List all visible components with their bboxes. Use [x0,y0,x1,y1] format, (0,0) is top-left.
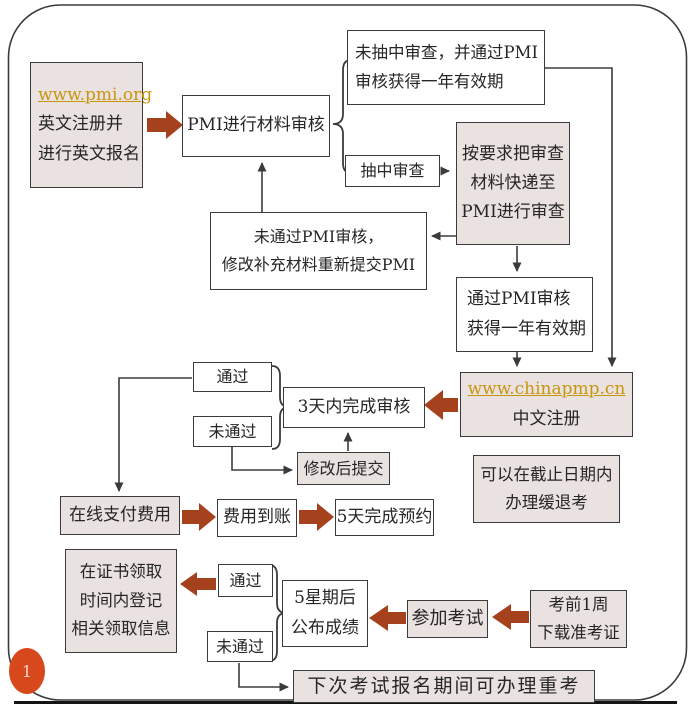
node-fail-2: 未通过 [207,631,273,662]
node-line: 在线支付费用 [69,504,171,525]
page-number: 1 [21,661,33,681]
arrow-pay-to-received [182,503,216,531]
node-fail-1: 未通过 [193,416,272,447]
node-express-materials: 按要求把审查 材料快递至 PMI进行审查 [456,122,570,245]
line-pass1-to-pay [114,377,192,492]
arrow-chinapmp-to-review3 [424,390,458,420]
node-line: 进行英文报名 [38,143,140,164]
arrow-pass2-to-cert [180,572,216,596]
arrow-received-to-book [299,503,334,531]
node-line: 办理缓退考 [505,493,588,512]
node-download-ticket: 考前1周 下载准考证 [530,590,627,648]
node-review-3days: 3天内完成审核 [283,387,425,428]
node-defer-exam: 可以在截止日期内 办理缓退考 [473,455,620,523]
node-line: 抽中审查 [360,161,425,181]
node-pmi-org: www.pmi.org 英文注册并 进行英文报名 [30,62,152,188]
node-line: PMI进行材料审核 [187,115,325,136]
chinapmp-link[interactable]: www.chinapmp.cn [467,379,626,400]
node-pass-2: 通过 [218,564,273,597]
arrow-exam-to-results [369,605,406,631]
node-line: 审核获得一年有效期 [355,71,504,91]
brace-review-branches [332,59,352,174]
line-fail2-to-retake [238,663,289,692]
node-cert-register: 在证书领取 时间内登记 相关领取信息 [65,549,177,653]
node-line: 修改补充材料重新提交PMI [221,255,416,274]
node-line: 未通过 [215,636,264,656]
line-fail1-to-resubmit [231,447,293,475]
node-line: 通过 [216,367,249,387]
node-line: 5星期后 [294,588,356,609]
pmi-org-link[interactable]: www.pmi.org [38,85,153,106]
node-pmi-fail-resubmit: 未通过PMI审核， 修改补充材料重新提交PMI [210,212,427,290]
node-line: PMI进行审查 [461,202,565,223]
node-line: 可以在截止日期内 [480,464,613,484]
node-line: 未通过 [208,421,257,441]
node-line: 英文注册并 [38,114,123,135]
node-pay-online: 在线支付费用 [60,496,180,535]
node-pmi-material-review: PMI进行材料审核 [182,95,330,157]
node-line: 下次考试报名期间可办理重考 [307,675,581,698]
node-line: 获得一年有效期 [467,318,586,339]
node-line: 未抽中审查，并通过PMI [355,43,539,63]
node-line: 3天内完成审核 [297,396,411,417]
node-line: 按要求把审查 [462,143,564,164]
node-not-sampled: 未抽中审查，并通过PMI 审核获得一年有效期 [347,30,545,105]
node-take-exam: 参加考试 [407,600,488,638]
node-line: 参加考试 [411,607,484,629]
node-line: 未通过PMI审核， [253,227,384,247]
node-book-5days: 5天完成预约 [335,499,434,536]
node-line: 中文注册 [512,408,581,429]
node-line: 时间内登记 [79,590,163,610]
node-line: 5天完成预约 [336,506,433,527]
arrow-pmiorg-to-review [147,111,183,139]
node-results-5weeks: 5星期后 公布成绩 [282,580,368,647]
line-notsampled-to-chinapmp [545,67,617,367]
node-retake: 下次考试报名期间可办理重考 [293,670,595,703]
node-pmi-pass: 通过PMI审核 获得一年有效期 [456,277,593,352]
page-number-circle [9,648,45,694]
node-resubmit: 修改后提交 [297,452,390,485]
node-line: 修改后提交 [303,458,384,478]
node-line: 通过PMI审核 [467,289,571,310]
node-line: 相关领取信息 [71,619,171,639]
node-line: 下载准考证 [537,623,620,642]
node-line: 考前1周 [548,594,609,614]
node-line: 在证书领取 [79,562,163,582]
node-line: 材料快递至 [470,172,556,193]
node-pass-1: 通过 [193,362,272,392]
node-line: 费用到账 [223,507,291,528]
node-sampled: 抽中审查 [345,155,440,187]
node-chinapmp: www.chinapmp.cn 中文注册 [460,372,633,437]
node-line: 通过 [229,570,262,590]
arrow-ticket-to-exam [492,604,529,630]
node-payment-received: 费用到账 [217,499,297,537]
node-line: 公布成绩 [291,617,359,638]
